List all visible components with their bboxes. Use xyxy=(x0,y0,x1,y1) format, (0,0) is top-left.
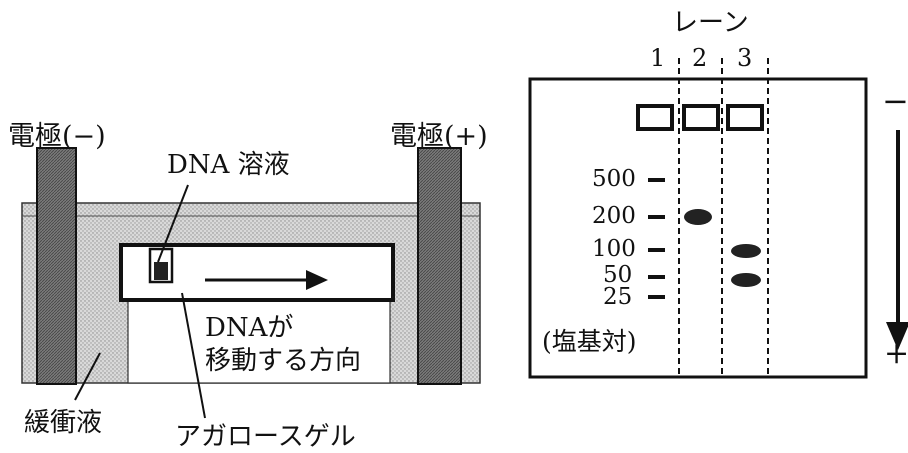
leader-agarose-gel xyxy=(181,292,206,419)
electrode-positive xyxy=(417,147,462,385)
lane-number-2: 2 xyxy=(692,44,708,72)
band-lane3-upper xyxy=(731,244,761,258)
ladder-label-50: 50 xyxy=(603,262,633,288)
leader-buffer xyxy=(74,352,101,401)
gel-well xyxy=(726,104,764,131)
lane-number-1: 1 xyxy=(650,44,666,72)
lanes-title: レーン xyxy=(672,8,749,38)
agarose-gel-label: アガロースゲル xyxy=(175,422,356,452)
electrode-negative-label: 電極(−) xyxy=(8,121,106,152)
leader-dna-solution xyxy=(157,184,189,263)
polarity-positive-label: + xyxy=(884,336,908,371)
electrophoresis-apparatus xyxy=(21,147,481,419)
migration-direction-label-2: 移動する方向 xyxy=(205,346,362,376)
ladder-label-200: 200 xyxy=(592,203,636,229)
base-pair-unit-label: (塩基対) xyxy=(542,327,637,356)
polarity-negative-label: − xyxy=(882,82,908,120)
ladder-label-25: 25 xyxy=(603,284,633,310)
electrode-positive-label: 電極(+) xyxy=(390,121,488,152)
lane-number-3: 3 xyxy=(737,44,753,72)
ladder-label-100: 100 xyxy=(592,236,636,262)
band-lane2 xyxy=(684,209,712,225)
dna-solution-sample xyxy=(154,262,168,280)
migration-arrowhead xyxy=(306,270,328,290)
gel-result xyxy=(528,58,908,379)
electrode-negative xyxy=(36,147,77,385)
gel-support xyxy=(127,299,391,384)
gel-well xyxy=(682,104,720,131)
gel-well xyxy=(636,104,674,131)
buffer-label: 緩衝液 xyxy=(24,408,103,438)
migration-direction-label-1: DNAが xyxy=(205,313,294,343)
dna-solution-label: DNA 溶液 xyxy=(167,150,290,180)
ladder-label-500: 500 xyxy=(592,166,636,192)
band-lane3-lower xyxy=(731,273,761,287)
polarity-arrowhead xyxy=(886,322,908,350)
